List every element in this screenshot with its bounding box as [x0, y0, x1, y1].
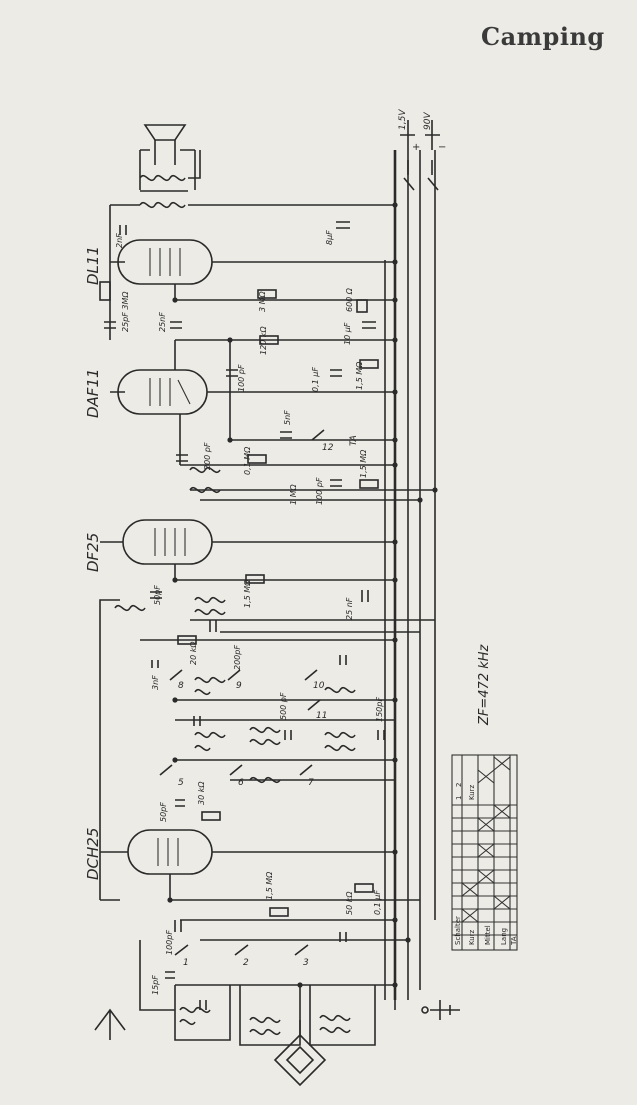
- label-c-25nf: 25nF: [158, 312, 167, 332]
- switch-label-7: 7: [308, 778, 314, 788]
- label-c-500pf: 500 pF: [279, 692, 288, 720]
- label-c-10uf: 10 µF: [343, 322, 352, 345]
- label-c-600: 600 Ω: [345, 287, 354, 312]
- label-r-3m-b: 3 MΩ: [258, 290, 267, 312]
- label-c-200pf-b: 200pF: [233, 645, 242, 670]
- label-r-01m: 0,1 MΩ: [243, 446, 252, 475]
- label-minus-b: −: [438, 142, 446, 153]
- capacitors: [104, 221, 385, 1010]
- switches: [159, 429, 325, 956]
- label-r-50k: 50 kΩ: [345, 891, 354, 915]
- label-r-15m: 1,5 MΩ: [355, 361, 364, 390]
- table-row-lang-label: Lang: [500, 928, 508, 945]
- label-c-2nf: 2nF: [115, 233, 124, 248]
- switch-label-6: 6: [238, 778, 244, 788]
- tube-daf11: [110, 369, 395, 415]
- label-c-100pf-c: 100pF: [165, 930, 174, 955]
- table-row-kurz-label: Kurz: [468, 929, 476, 945]
- tube-label-dch25: DCH25: [84, 828, 102, 880]
- label-c-3nf: 3nF: [151, 675, 160, 690]
- tube-label-df25: DF25: [84, 533, 102, 572]
- switch-table: Schalter 1 2 Kurz Kurz Mittel Lang TA: [451, 754, 518, 951]
- aerial-icon: [94, 1008, 126, 1040]
- switch-label-2: 2: [243, 958, 249, 968]
- junctions: [167, 202, 438, 988]
- switch-label-5: 5: [178, 778, 184, 788]
- label-r-1m: 1 MΩ: [289, 483, 298, 505]
- switch-labels: 1 2 3 5 6 7 8 9 10 11 12: [178, 443, 334, 968]
- label-c-01uf-b: 0,1 µF: [373, 890, 382, 915]
- resistors: [99, 281, 379, 917]
- tube-df25: [100, 519, 395, 565]
- label-supply-90v: 90V: [423, 112, 433, 130]
- table-row-mittel-label: Mittel: [484, 925, 492, 945]
- label-supply-1-5v: 1,5V: [398, 109, 408, 130]
- tube-dl11: [110, 239, 395, 285]
- speaker-icon: [143, 124, 187, 141]
- label-c-8uf: 8µF: [325, 230, 334, 245]
- label-r-120: 120 kΩ: [259, 326, 268, 355]
- label-c-150pf: 150pF: [375, 697, 384, 722]
- label-c-200pf-a: 200 pF: [203, 442, 212, 470]
- switch-label-12: 12: [322, 443, 334, 453]
- table-row-kurz: Kurz: [468, 784, 476, 800]
- switch-label-10: 10: [313, 681, 325, 691]
- page-title: Camping: [481, 22, 605, 51]
- label-r-15m-b: 1,5 MΩ: [359, 449, 368, 478]
- label-r-20k: 20 kΩ: [189, 641, 198, 665]
- switch-label-1: 1: [183, 958, 189, 968]
- ground-icon: [394, 1000, 460, 1020]
- label-r-3m: 25pF 3MΩ: [121, 291, 130, 332]
- label-r-15m-c: 1,5 MΩ: [243, 579, 252, 608]
- label-c-100pf: 100 pF: [237, 364, 246, 392]
- label-c-25nf-b: 25 nF: [345, 597, 354, 620]
- label-r-30k: 30 kΩ: [197, 781, 206, 805]
- label-c-15pf: 15pF: [151, 975, 160, 995]
- frame-antenna-icon: [273, 1033, 327, 1087]
- label-ta: TA: [349, 435, 359, 446]
- switch-label-3: 3: [303, 958, 309, 968]
- label-c-50pf-b: 50pF: [159, 802, 168, 822]
- label-c-50pf-a: 50pF: [153, 585, 162, 605]
- table-header-1: 1: [455, 796, 463, 800]
- label-r-15m-d: 1,5 MΩ: [265, 871, 274, 900]
- label-c-100pf-b: 100 pF: [315, 477, 324, 505]
- tube-dch25: [100, 829, 395, 875]
- table-row-ta-label: TA: [510, 936, 518, 946]
- if-frequency-note: ZF=472 kHz: [477, 643, 492, 726]
- label-c-01uf: 0,1 µF: [311, 367, 320, 392]
- switch-label-8: 8: [178, 681, 184, 691]
- table-header-label: Schalter: [454, 916, 462, 945]
- tube-label-dl11: DL11: [84, 246, 102, 285]
- switch-label-9: 9: [236, 681, 242, 691]
- label-plus-a: +: [412, 142, 420, 153]
- tube-label-daf11: DAF11: [84, 368, 102, 418]
- label-c-5nf: 5nF: [283, 410, 292, 425]
- component-labels: 2nF 8µF 25pF 3MΩ 25nF 3 MΩ 120 kΩ 600 Ω …: [115, 230, 384, 995]
- table-header-2: 2: [455, 783, 463, 787]
- switch-label-11: 11: [316, 711, 327, 721]
